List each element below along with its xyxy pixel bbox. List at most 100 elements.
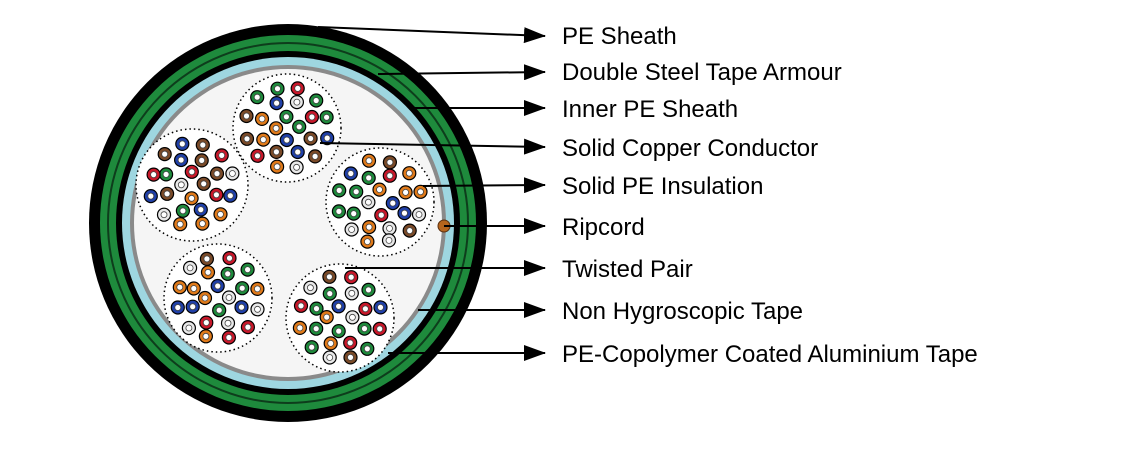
leader-line-solid-pe-insulation — [422, 177, 546, 194]
copper-conductor — [377, 211, 385, 219]
copper-conductor — [244, 266, 252, 274]
copper-conductor — [346, 339, 354, 347]
copper-conductor — [238, 284, 246, 292]
copper-conductor — [188, 194, 196, 202]
copper-conductor — [177, 156, 185, 164]
copper-conductor — [243, 112, 250, 120]
label-non-hygroscopic-tape: Non Hygroscopic Tape — [562, 298, 803, 325]
copper-conductor — [325, 273, 333, 281]
copper-conductor — [294, 148, 302, 156]
copper-conductor — [273, 163, 281, 171]
copper-conductor — [212, 191, 220, 199]
copper-conductor — [203, 255, 211, 263]
twisted-pair-unit — [232, 73, 342, 183]
copper-conductor — [228, 170, 236, 177]
copper-conductor — [218, 151, 226, 159]
copper-conductor — [323, 134, 331, 142]
copper-conductor — [163, 190, 171, 198]
copper-conductor — [326, 290, 334, 298]
copper-conductor — [272, 148, 280, 156]
copper-conductor — [217, 210, 224, 218]
copper-conductor — [161, 150, 169, 158]
copper-conductor — [243, 135, 251, 143]
copper-conductor — [311, 152, 319, 160]
copper-conductor — [189, 303, 197, 311]
copper-conductor — [199, 141, 207, 149]
copper-conductor — [147, 192, 155, 200]
twisted-pair-units — [135, 73, 435, 373]
copper-conductor — [238, 303, 245, 311]
copper-conductor — [361, 305, 369, 313]
copper-conductor — [385, 236, 393, 244]
twisted-pair-unit — [135, 128, 249, 242]
copper-conductor — [348, 289, 356, 297]
copper-conductor — [259, 136, 267, 144]
copper-conductor — [365, 223, 373, 231]
twisted-pair-unit — [163, 243, 273, 353]
copper-conductor — [224, 319, 232, 327]
copper-conductor — [313, 305, 320, 313]
copper-conductor — [272, 124, 280, 132]
copper-conductor — [312, 325, 320, 333]
copper-conductor — [274, 85, 281, 93]
copper-conductor — [364, 198, 372, 206]
copper-conductor — [323, 113, 331, 121]
copper-conductor — [297, 302, 305, 310]
copper-conductor — [386, 172, 394, 180]
copper-conductor — [258, 115, 266, 123]
copper-conductor — [335, 302, 343, 310]
label-inner-pe-sheath: Inner PE Sheath — [562, 96, 738, 123]
copper-conductor — [174, 304, 182, 311]
copper-conductor — [225, 334, 233, 341]
copper-conductor — [335, 327, 343, 335]
copper-conductor — [214, 282, 222, 290]
copper-conductor — [348, 313, 356, 321]
copper-conductor — [308, 343, 316, 351]
copper-conductor — [188, 168, 196, 176]
labels: PE Sheath Double Steel Tape Armour Inner… — [562, 23, 978, 368]
copper-conductor — [190, 285, 198, 292]
label-twisted-pair: Twisted Pair — [562, 256, 693, 283]
leader-line-pe-sheath — [317, 26, 546, 44]
copper-conductor — [335, 186, 343, 194]
leader-lines — [317, 26, 546, 361]
copper-conductor — [150, 171, 158, 179]
copper-conductor — [376, 325, 384, 333]
copper-conductor — [402, 188, 410, 196]
copper-conductor — [326, 354, 334, 361]
copper-conductor — [253, 93, 261, 101]
copper-conductor — [406, 227, 414, 235]
copper-conductor — [405, 169, 413, 177]
copper-conductor — [178, 140, 186, 148]
copper-conductor — [293, 163, 301, 171]
copper-conductor — [202, 332, 210, 340]
copper-conductor — [283, 136, 291, 144]
copper-conductor — [365, 174, 373, 182]
copper-conductor — [197, 206, 205, 214]
copper-conductor — [386, 224, 393, 232]
leader-line-solid-copper-conductor — [319, 138, 546, 155]
copper-conductor — [201, 294, 209, 302]
twisted-pair-unit — [325, 147, 435, 257]
copper-conductor — [244, 323, 252, 331]
twisted-pair-unit — [285, 263, 395, 373]
copper-conductor — [347, 353, 354, 361]
copper-conductor — [200, 180, 208, 188]
copper-conductor — [347, 273, 355, 281]
copper-conductor — [335, 207, 343, 215]
copper-conductor — [253, 285, 261, 293]
copper-conductor — [377, 303, 384, 311]
copper-conductor — [198, 156, 206, 164]
copper-conductor — [312, 97, 320, 104]
copper-conductor — [307, 135, 315, 142]
copper-conductor — [215, 306, 223, 314]
label-solid-pe-insulation: Solid PE Insulation — [562, 173, 763, 200]
copper-conductor — [389, 199, 397, 207]
leader-line-double-steel-tape-armour — [377, 64, 546, 81]
label-solid-copper-conductor: Solid Copper Conductor — [562, 135, 818, 162]
copper-conductor — [352, 188, 360, 196]
copper-conductor — [386, 158, 394, 166]
copper-conductor — [365, 286, 372, 294]
copper-conductor — [226, 254, 233, 262]
